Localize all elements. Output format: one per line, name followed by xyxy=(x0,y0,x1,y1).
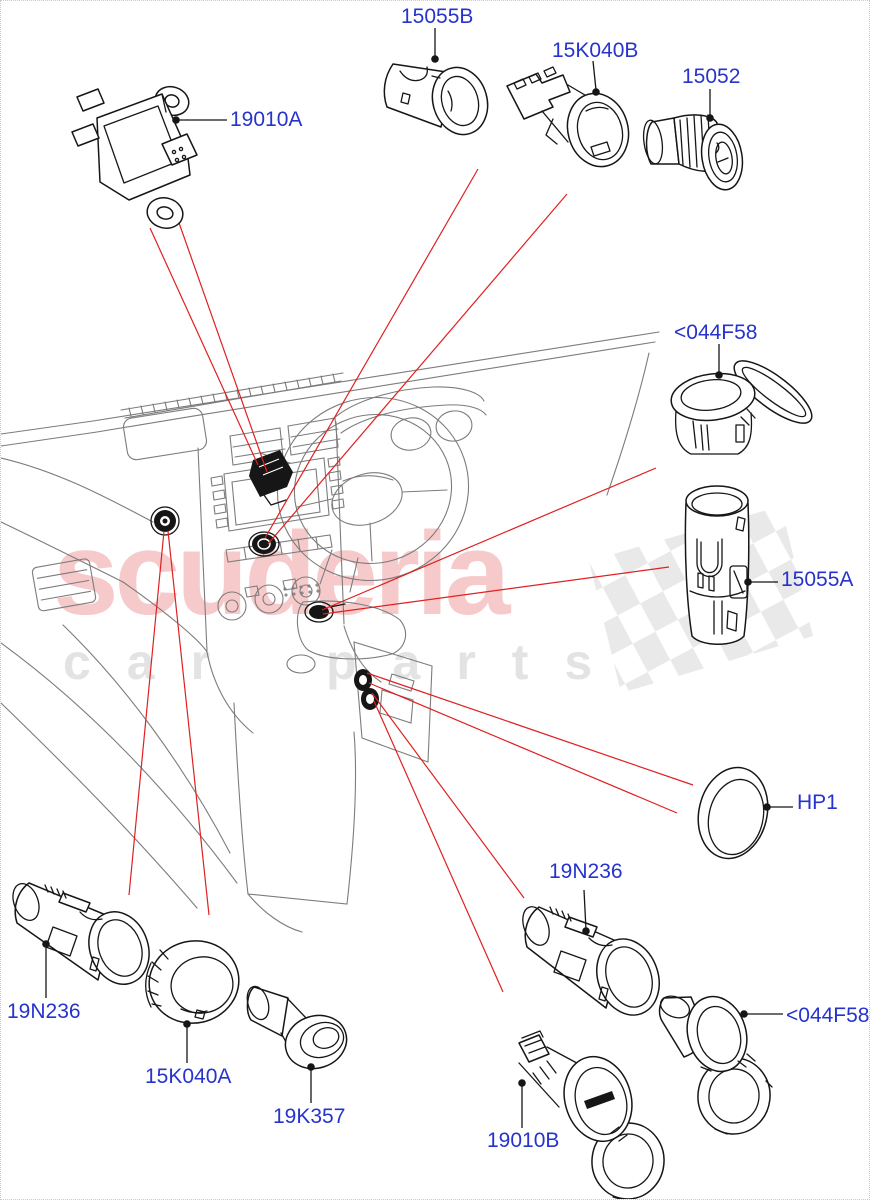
center-console xyxy=(206,583,433,933)
part-label-15k040a[interactable]: 15K040A xyxy=(145,1065,232,1088)
part-drawing-19n236-right xyxy=(522,906,660,1016)
part-drawing-15k040a xyxy=(145,940,240,1024)
part-label-15k040b[interactable]: 15K040B xyxy=(552,39,639,62)
red-locator-lines xyxy=(128,168,694,993)
part-label-19010a[interactable]: 19010A xyxy=(230,108,303,131)
part-drawing-044f58-lower xyxy=(658,995,773,1135)
part-label-19n236-right[interactable]: 19N236 xyxy=(549,860,623,883)
part-drawing-15055a xyxy=(684,485,750,645)
watermark-brand: scuderia xyxy=(53,508,510,640)
installed-sockets-console-rear xyxy=(354,669,379,710)
part-label-19010b[interactable]: 19010B xyxy=(487,1129,560,1152)
part-drawing-19010b xyxy=(518,1030,665,1199)
part-label-15055b[interactable]: 15055B xyxy=(401,5,474,28)
part-drawing-15052 xyxy=(642,114,744,191)
part-label-19k357[interactable]: 19K357 xyxy=(273,1105,346,1128)
part-drawing-19010a xyxy=(71,85,198,229)
part-label-044f58-upper[interactable]: <044F58 xyxy=(674,321,758,344)
part-drawing-15055b xyxy=(383,63,489,136)
installed-module-location xyxy=(249,450,293,506)
installed-socket-center-stack xyxy=(248,531,280,557)
installed-grommet-left-dash xyxy=(150,506,180,536)
part-label-15052[interactable]: 15052 xyxy=(682,65,741,88)
steering-wheel xyxy=(259,396,470,593)
part-drawing-044f58-upper xyxy=(670,360,813,455)
part-drawing-19n236-left xyxy=(12,882,150,985)
dashboard-illustration xyxy=(1,331,660,933)
part-label-19n236-left[interactable]: 19N236 xyxy=(7,1000,81,1023)
part-drawing-hp1 xyxy=(697,766,769,860)
part-label-hp1[interactable]: HP1 xyxy=(797,791,838,814)
cigarette-icon xyxy=(715,142,729,163)
driver-side-vent xyxy=(31,558,97,612)
leader-lines xyxy=(42,28,793,1128)
part-drawing-19k357 xyxy=(246,985,348,1070)
part-label-15055a[interactable]: 15055A xyxy=(781,568,854,591)
part-drawing-15k040b xyxy=(506,66,630,168)
part-label-044f58-lower[interactable]: <044F58 xyxy=(786,1004,870,1027)
